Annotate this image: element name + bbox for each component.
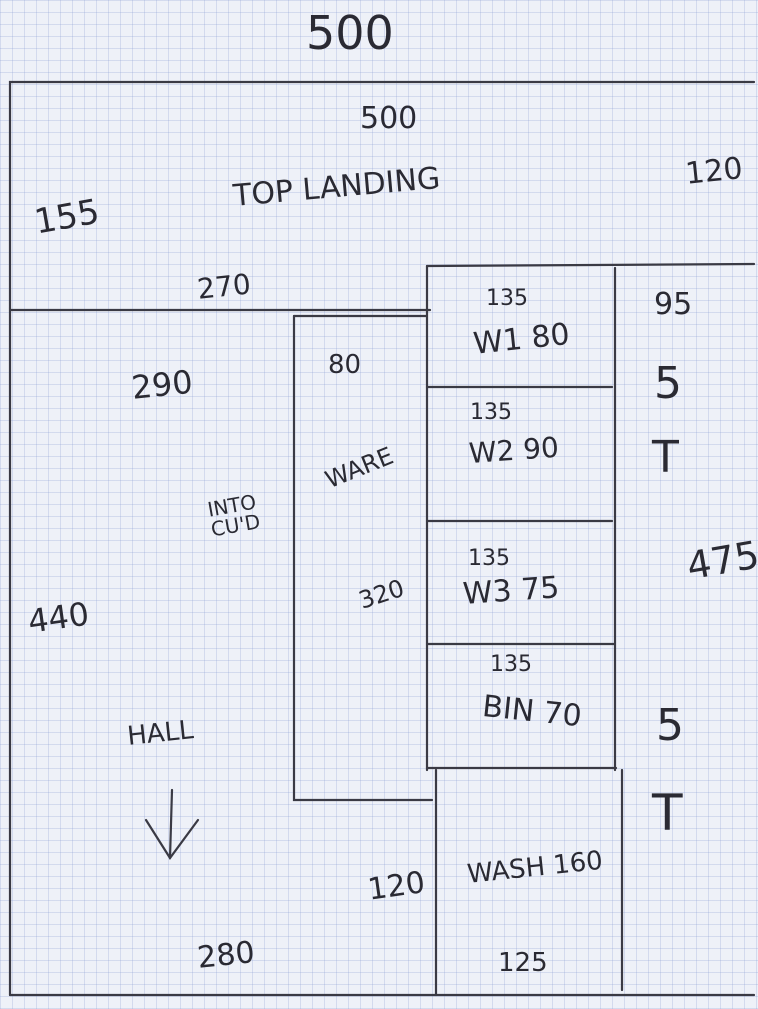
cupboard-wall <box>292 314 434 802</box>
w2-room-label: W2 90 <box>467 430 560 470</box>
bin-width-label: 135 <box>490 652 532 677</box>
right-s1-label: 5 <box>654 358 682 409</box>
w3-width-label: 135 <box>468 546 510 571</box>
w2-width-label: 135 <box>470 400 512 425</box>
top-right-dim-label: 120 <box>683 151 745 192</box>
top-width-label: 500 <box>360 101 418 136</box>
landing-gap-label: 270 <box>195 267 253 306</box>
landing-depth-label: 155 <box>31 191 103 243</box>
right-top-dim-label: 95 <box>654 287 693 322</box>
hall-top-width-label: 290 <box>129 362 195 407</box>
cupboard-width-label: 80 <box>328 350 362 380</box>
hall-side-label: 440 <box>25 594 92 641</box>
w3-room-label: W3 75 <box>461 570 561 612</box>
step-dim-label: 120 <box>365 865 428 908</box>
rooms-top-wall <box>425 262 756 268</box>
right-t1-label: T <box>652 432 679 483</box>
right-t2-label: T <box>652 784 683 842</box>
hall-name-label: HALL <box>125 715 195 752</box>
right-mid-dim-label: 475 <box>683 532 758 589</box>
hall-arrow-head <box>144 818 200 860</box>
outer-wall-outline <box>8 80 756 310</box>
overall-width-label: 500 <box>306 6 394 60</box>
right-s2-label: 5 <box>656 700 684 751</box>
bottom-left-width-label: 280 <box>195 935 257 976</box>
w1-width-label: 135 <box>486 286 528 311</box>
hall-arrow-shaft <box>168 788 174 860</box>
wash-room-dim-label: 125 <box>498 948 548 978</box>
